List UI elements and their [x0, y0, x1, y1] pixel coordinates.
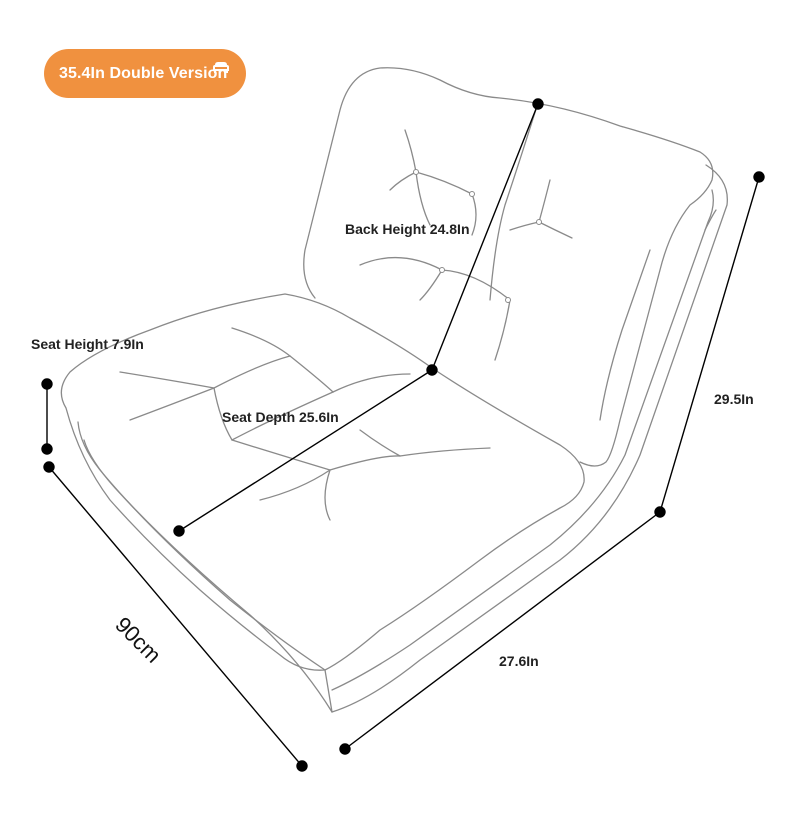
- depth-label: 27.6In: [499, 653, 539, 669]
- width-line: [48, 466, 303, 767]
- back-cushion: [303, 67, 714, 467]
- dimension-endpoint: [339, 743, 351, 755]
- tuft-button: [439, 267, 445, 273]
- tuft-button: [469, 191, 475, 197]
- dimension-endpoint: [532, 98, 544, 110]
- sofa-outline: [60, 67, 728, 713]
- tuft-buttons: [413, 169, 542, 303]
- version-badge-label: 35.4In Double Version: [59, 64, 228, 82]
- total-height-line: [659, 176, 760, 513]
- version-badge: 35.4In Double Version: [44, 49, 246, 98]
- total-height-label: 29.5In: [714, 391, 754, 407]
- back-height-line: [431, 103, 539, 371]
- dimension-endpoint: [753, 171, 765, 183]
- dimension-endpoint: [173, 525, 185, 537]
- dimension-endpoint: [43, 461, 55, 473]
- seat-depth-label: Seat Depth 25.6In: [222, 409, 339, 425]
- sofa-icon: [213, 62, 229, 73]
- tuft-button: [536, 219, 542, 225]
- dimension-endpoint: [41, 378, 53, 390]
- dimension-lines: [41, 98, 765, 772]
- seat-cushion: [60, 293, 585, 671]
- dimension-endpoint: [41, 443, 53, 455]
- tuft-button: [505, 297, 511, 303]
- tuft-button: [413, 169, 419, 175]
- dimension-endpoint: [654, 506, 666, 518]
- seat-height-label: Seat Height 7.9In: [31, 336, 144, 352]
- dimension-endpoint: [426, 364, 438, 376]
- seat-depth-line: [178, 369, 433, 532]
- depth-line: [344, 511, 661, 750]
- back-height-label: Back Height 24.8In: [345, 221, 470, 237]
- dimension-endpoint: [296, 760, 308, 772]
